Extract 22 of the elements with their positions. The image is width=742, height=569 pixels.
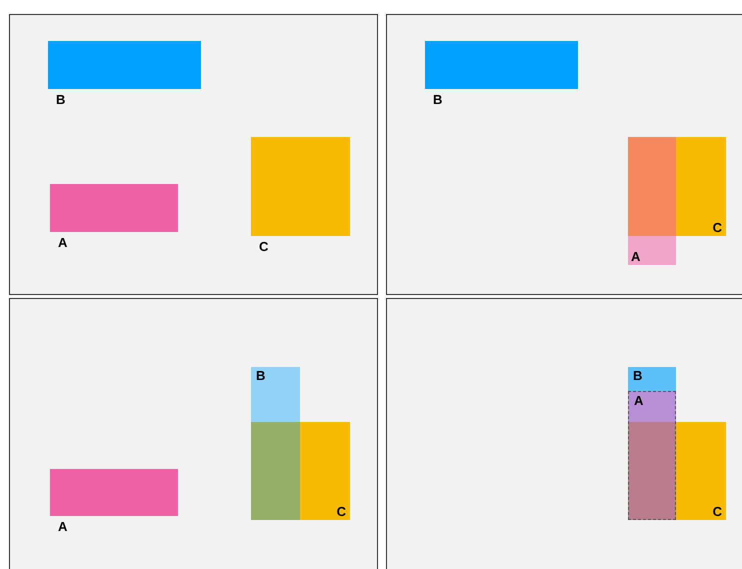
rectangle	[628, 137, 726, 236]
rectangle	[628, 391, 676, 520]
panel	[9, 14, 378, 295]
rectangle	[628, 137, 676, 265]
rectangle-label: A	[631, 250, 640, 264]
panel	[386, 298, 742, 569]
panel	[9, 298, 378, 569]
rectangle-label: C	[712, 221, 722, 235]
rectangle	[251, 422, 350, 520]
panel	[386, 14, 742, 295]
rectangle	[628, 367, 676, 391]
rectangle-label: C	[336, 505, 346, 519]
rectangle-label: B	[633, 369, 642, 383]
rectangle-label: C	[259, 240, 268, 254]
rectangle-label: A	[58, 236, 68, 250]
rectangle-label: C	[712, 505, 722, 519]
rectangle-label: A	[58, 520, 68, 534]
rectangle-label: B	[256, 369, 266, 383]
rectangle	[251, 367, 300, 520]
rectangle-label: B	[433, 93, 442, 107]
rectangle-label: B	[56, 93, 66, 107]
rectangle-label: A	[634, 394, 644, 408]
